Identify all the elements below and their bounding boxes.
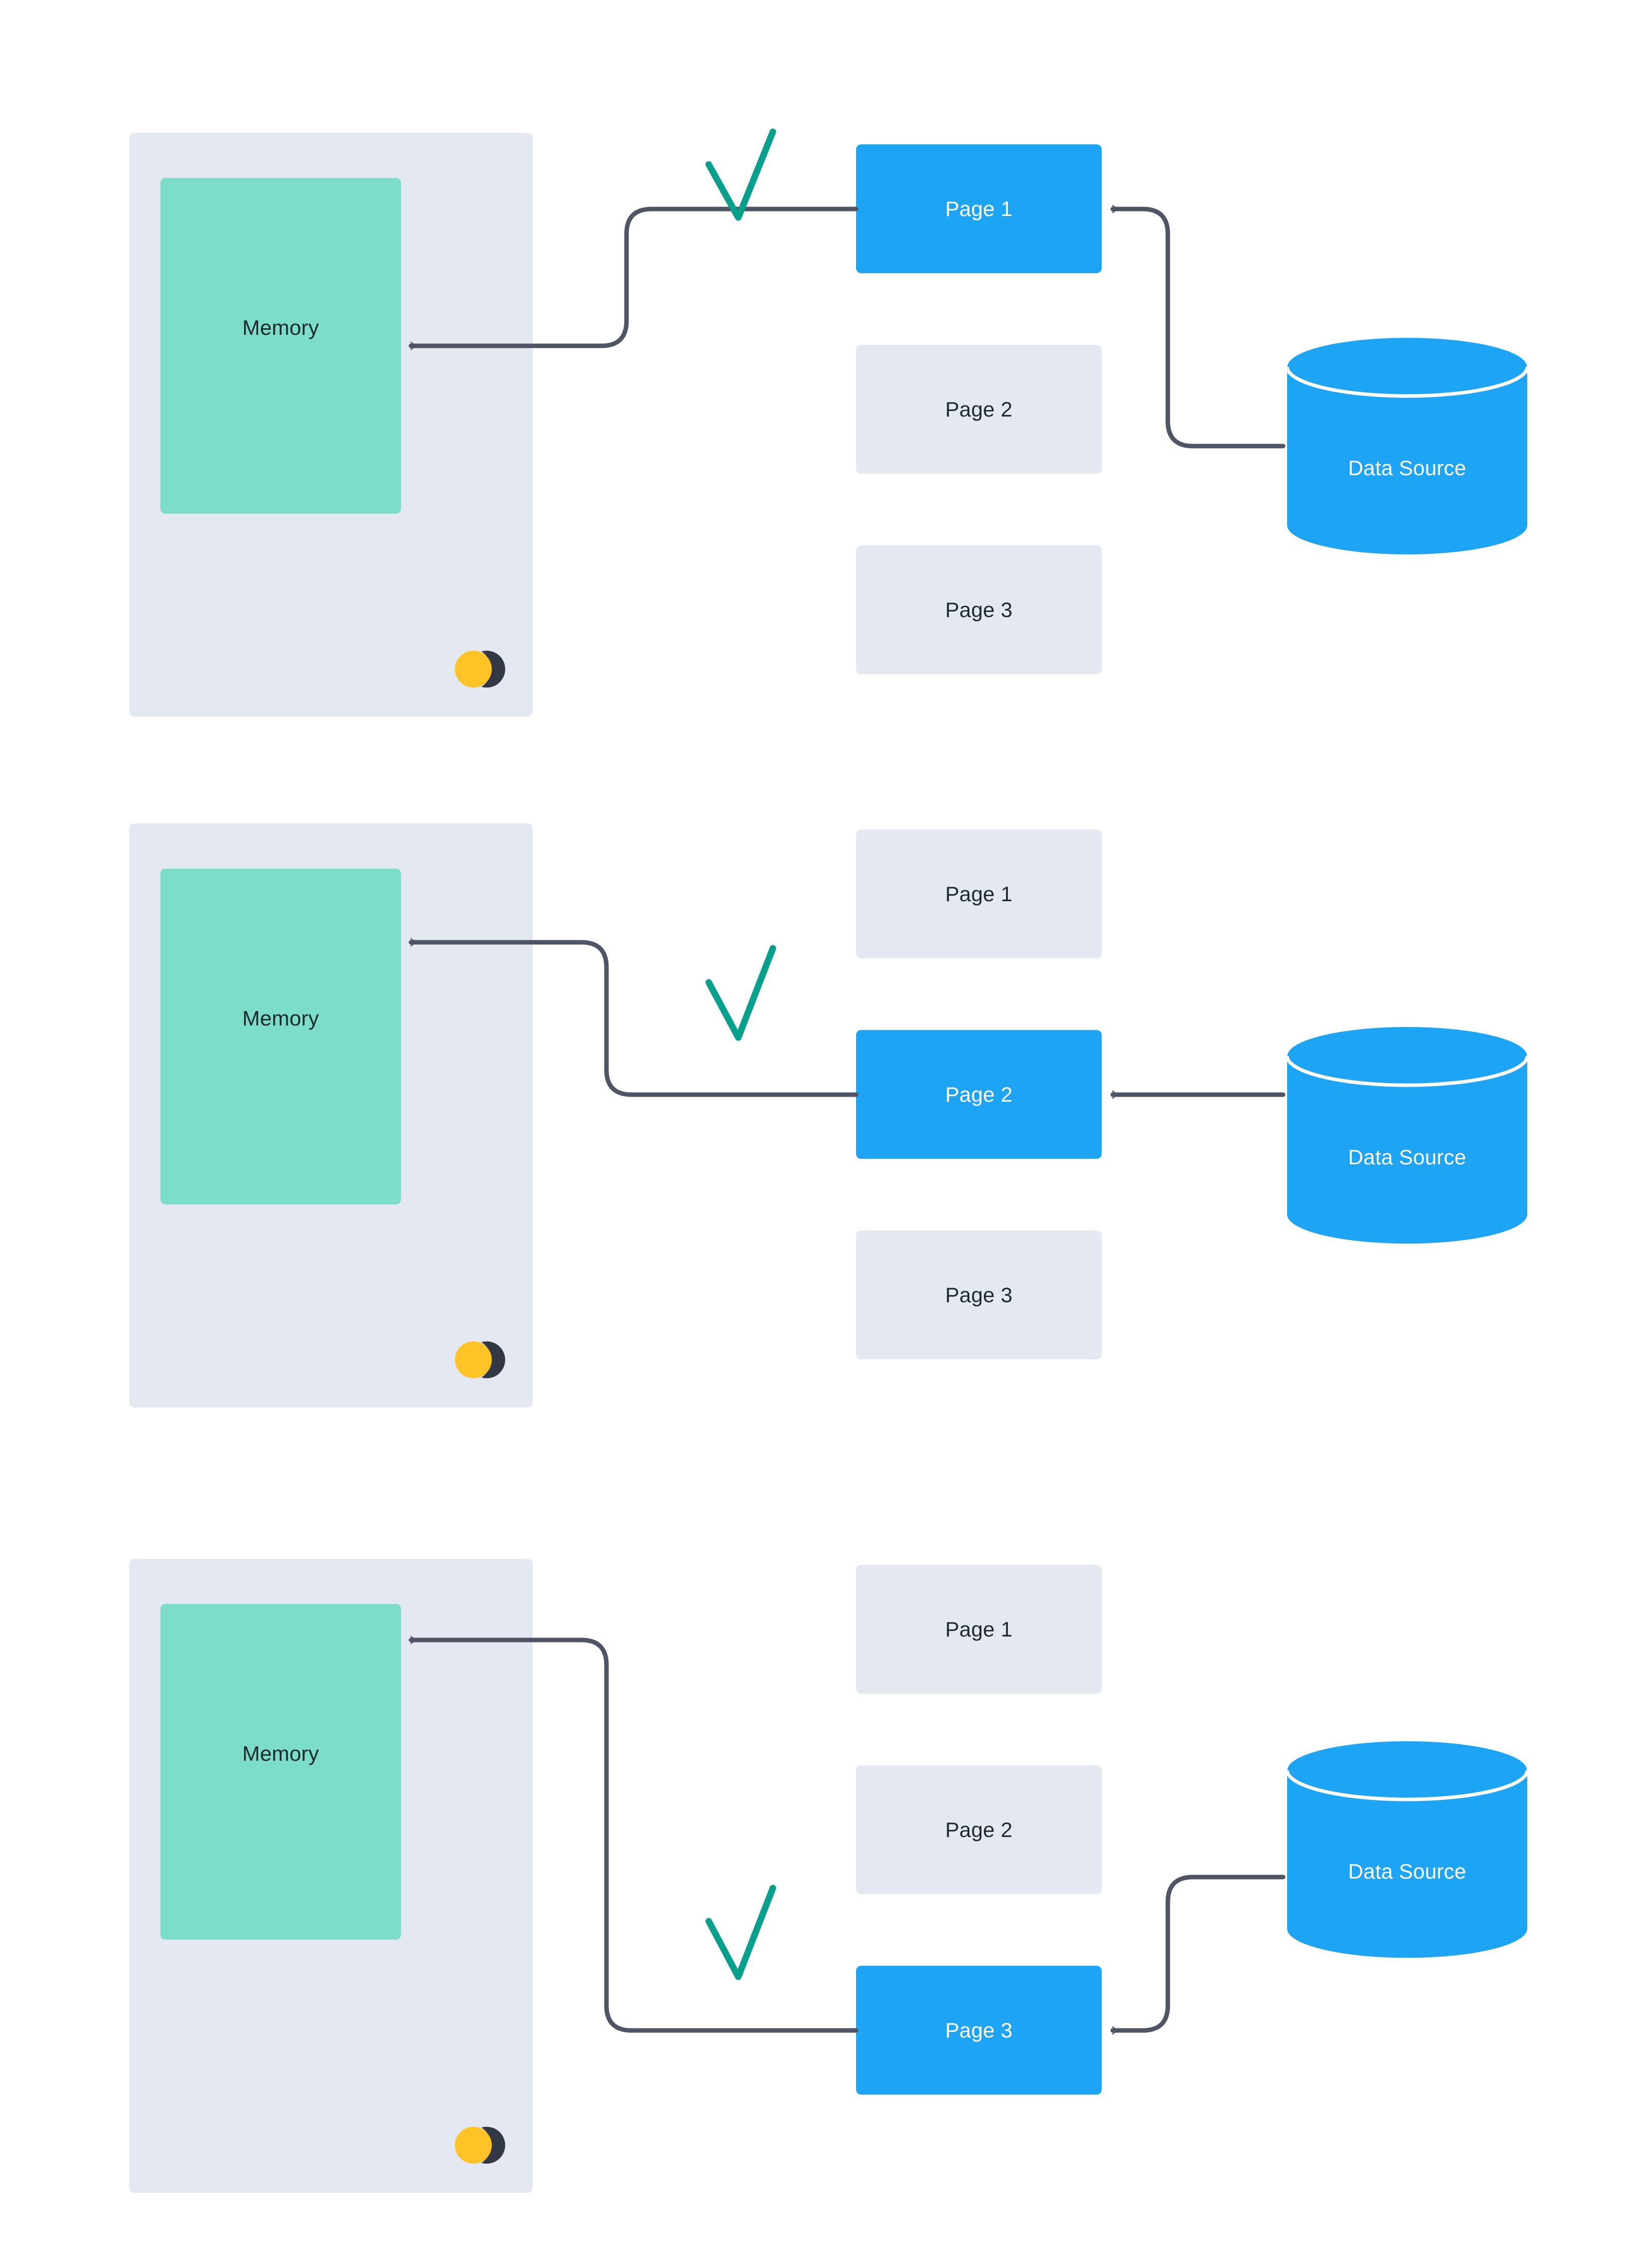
- page-label: Page 1: [945, 882, 1013, 906]
- memory-block-1: Memory: [160, 178, 401, 514]
- page-box-2-1[interactable]: Page 1: [856, 830, 1102, 958]
- page-label: Page 3: [945, 597, 1013, 622]
- page-box-3-1[interactable]: Page 1: [856, 1565, 1102, 1694]
- paging-library-logo-icon: [446, 629, 526, 709]
- page-box-1-2[interactable]: Page 2: [856, 345, 1102, 474]
- data-source-1[interactable]: Data Source: [1283, 336, 1531, 556]
- memory-block-3: Memory: [160, 1604, 401, 1940]
- paging-library-logo-icon: [446, 2105, 526, 2185]
- memory-label: Memory: [242, 316, 319, 339]
- page-box-1-3[interactable]: Page 3: [856, 545, 1102, 674]
- page-box-1-1[interactable]: Page 1: [856, 144, 1102, 273]
- page-label: Page 1: [945, 1617, 1013, 1641]
- data-source-label: Data Source: [1348, 1860, 1467, 1883]
- panel-1: Memory Page 1 Page 2 Page 3 Data Source: [0, 0, 1652, 777]
- panel-3: Memory Page 1 Page 2 Page 3 Data Source: [0, 1529, 1652, 2261]
- page-box-3-2[interactable]: Page 2: [856, 1765, 1102, 1894]
- page-label: Page 2: [945, 1082, 1013, 1106]
- panel-2: Memory Page 1 Page 2 Page 3 Data Source: [0, 777, 1652, 1529]
- page-label: Page 3: [945, 2018, 1013, 2042]
- page-box-2-2[interactable]: Page 2: [856, 1030, 1102, 1159]
- page-box-3-3[interactable]: Page 3: [856, 1966, 1102, 2095]
- page-box-2-3[interactable]: Page 3: [856, 1230, 1102, 1359]
- data-source-label: Data Source: [1348, 1145, 1467, 1169]
- page-label: Page 2: [945, 397, 1013, 421]
- page-label: Page 3: [945, 1283, 1013, 1307]
- data-source-label: Data Source: [1348, 456, 1467, 480]
- page-label: Page 1: [945, 196, 1013, 221]
- data-source-2[interactable]: Data Source: [1283, 1025, 1531, 1246]
- memory-label: Memory: [242, 1742, 319, 1765]
- page-label: Page 2: [945, 1817, 1013, 1841]
- data-source-3[interactable]: Data Source: [1283, 1739, 1531, 1960]
- memory-block-2: Memory: [160, 869, 401, 1204]
- memory-label: Memory: [242, 1006, 319, 1030]
- paging-library-logo-icon: [446, 1320, 526, 1400]
